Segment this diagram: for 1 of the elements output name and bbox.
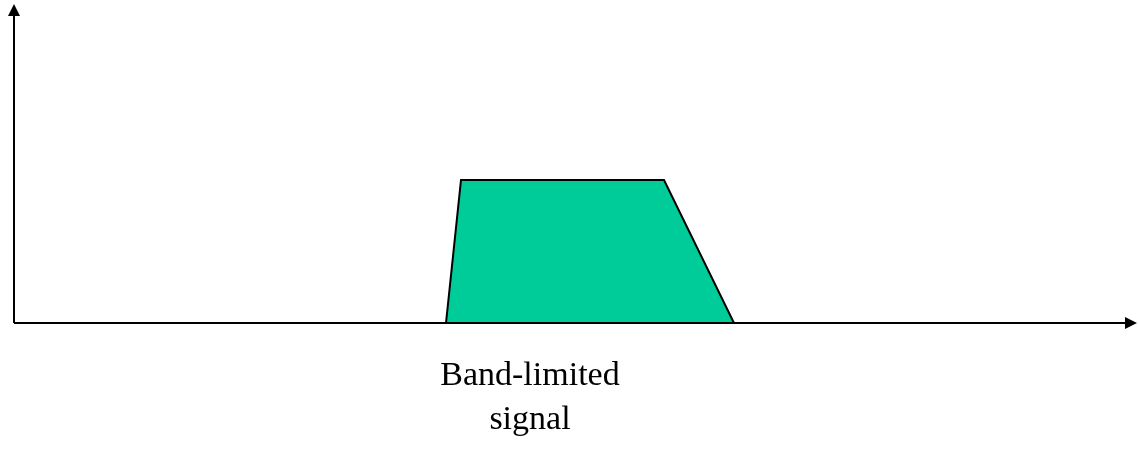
signal-caption: Band-limited signal (439, 354, 621, 438)
